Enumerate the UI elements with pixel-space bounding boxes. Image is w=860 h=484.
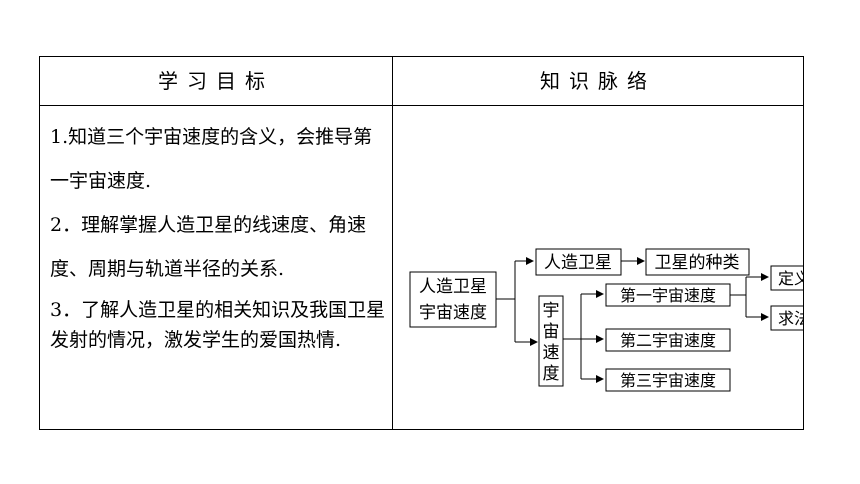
objective-2: 2．理解掌握人造卫星的线速度、角速度、周期与轨道半径的关系. bbox=[50, 214, 367, 280]
speed-char-3: 速 bbox=[543, 343, 560, 363]
satellite-types-box bbox=[645, 248, 750, 276]
first-cosmic-speed-label: 第一宇宙速度 bbox=[620, 286, 716, 305]
column-divider bbox=[392, 57, 393, 429]
second-cosmic-speed-label: 第二宇宙速度 bbox=[620, 331, 716, 350]
speed-char-1: 宇 bbox=[543, 301, 560, 321]
second-cosmic-speed-box bbox=[605, 328, 731, 352]
speed-char-2: 宙 bbox=[543, 322, 560, 342]
derivation-box bbox=[770, 305, 803, 331]
root-label-line2: 宇宙速度 bbox=[419, 303, 487, 323]
objectives-table: 学习目标 知识脉络 1.知道三个宇宙速度的含义，会推导第一宇宙速度. 2．理解掌… bbox=[39, 56, 804, 430]
definition-label: 定义 bbox=[778, 269, 803, 288]
header-learning-objectives: 学习目标 bbox=[158, 69, 274, 93]
knowledge-diagram: 人造卫星 宇宙速度 人造卫星 卫星的种类 宇 宙 速 度 第一宇宙速度 第二宇宙… bbox=[409, 248, 803, 392]
definition-box bbox=[770, 265, 803, 291]
objective-3: 3．了解人造卫星的相关知识及我国卫星发射的情况，激发学生的爱国热情. bbox=[50, 299, 386, 351]
satellite-types-label: 卫星的种类 bbox=[655, 253, 740, 273]
speed-box bbox=[538, 295, 564, 387]
objective-1: 1.知道三个宇宙速度的含义，会推导第一宇宙速度. bbox=[50, 126, 373, 192]
derivation-label: 求法 bbox=[778, 309, 803, 328]
header-divider bbox=[40, 105, 803, 106]
objectives-list: 1.知道三个宇宙速度的含义，会推导第一宇宙速度. 2．理解掌握人造卫星的线速度、… bbox=[50, 115, 386, 355]
header-knowledge-structure: 知识脉络 bbox=[540, 69, 656, 93]
third-cosmic-speed-box bbox=[605, 368, 731, 392]
third-cosmic-speed-label: 第三宇宙速度 bbox=[620, 371, 716, 390]
satellite-box bbox=[535, 248, 622, 276]
root-label-line1: 人造卫星 bbox=[419, 277, 487, 297]
satellite-label: 人造卫星 bbox=[544, 253, 612, 273]
speed-char-4: 度 bbox=[543, 364, 560, 384]
